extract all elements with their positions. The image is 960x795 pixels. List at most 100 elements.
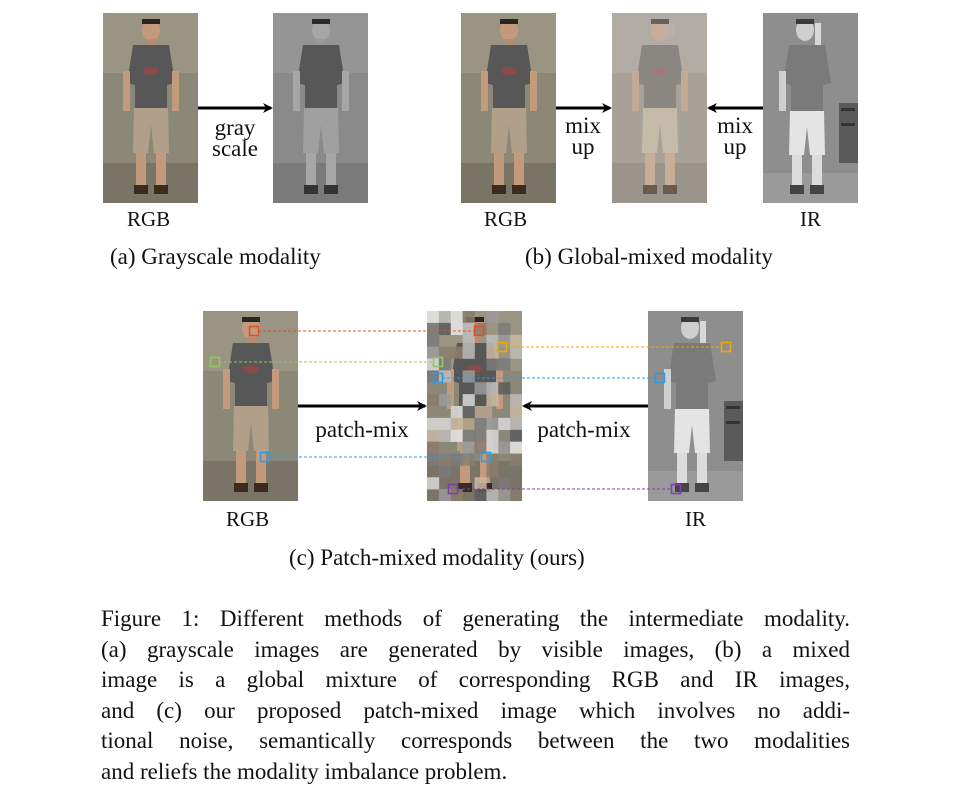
patch-tile (486, 465, 499, 478)
patch-mix-left-label: patch-mix (315, 417, 409, 442)
patch-tile (510, 394, 522, 407)
mixup-left-line2: up (571, 134, 595, 159)
rgb-image-b (461, 13, 556, 203)
patch-tile (438, 453, 452, 466)
patch-tile (450, 429, 463, 442)
patch-tile (427, 429, 440, 442)
caption-line-6: and reliefs the modality imbalance probl… (101, 758, 508, 784)
patch-tile (510, 346, 522, 359)
ir-photo-c (648, 311, 743, 501)
patch-tile (498, 477, 511, 490)
patch-tile (438, 346, 452, 359)
panel-b-rgb-label: RGB (484, 207, 528, 231)
patch-tile (486, 358, 499, 371)
patch-tile (438, 429, 452, 442)
patch-mix-right-label: patch-mix (537, 417, 631, 442)
patch-tile (498, 441, 511, 454)
patch-tile (510, 334, 522, 347)
patch-tile (427, 370, 440, 383)
panel-c-rgb-label: RGB (226, 507, 270, 531)
patch-tile (462, 346, 475, 359)
patch-tile (427, 322, 440, 336)
patch-tile (462, 311, 475, 324)
patch-tile (462, 394, 475, 407)
patch-tile (438, 311, 452, 324)
patch-tile (427, 453, 440, 466)
rgb-photo (103, 13, 198, 203)
patch-tile (462, 406, 475, 419)
caption-line-2: (a) grayscale images are generated by vi… (101, 636, 850, 662)
patch-tile (486, 489, 499, 501)
patch-tile (498, 358, 511, 371)
mixup-right-line2: up (723, 134, 747, 159)
panel-c-caption: (c) Patch-mixed modality (ours) (289, 545, 585, 570)
rgb-photo-b (461, 13, 556, 203)
panel-b-ir-label: IR (800, 207, 821, 231)
mixup-right-label: mix up (710, 113, 760, 159)
patch-tile (498, 417, 511, 431)
rgb-image-c (203, 311, 298, 501)
patch-tile (510, 406, 522, 419)
patch-tile (450, 346, 463, 359)
patch-tile (450, 322, 463, 336)
grayscale-arrow-label-line1: gray (214, 115, 256, 140)
mixup-left-line1: mix (565, 113, 601, 138)
figure-caption: Figure 1: Different methods of generatin… (101, 604, 850, 787)
patch-tile (474, 477, 487, 490)
patch-tile (510, 453, 522, 466)
patch-tile (474, 489, 487, 501)
patch-tile (498, 334, 511, 347)
mixup-right-line1: mix (717, 113, 753, 138)
patch-tile (427, 334, 440, 347)
grayscale-image (273, 13, 368, 203)
patch-tile (462, 429, 475, 442)
patch-mixed-photo (427, 311, 522, 501)
patch-tile (510, 489, 522, 501)
patch-tile (510, 441, 522, 454)
patch-tile (462, 322, 475, 336)
patch-tile (486, 311, 499, 324)
panel-c-ir-label: IR (685, 507, 706, 531)
patch-tile (450, 406, 463, 419)
patch-tile (498, 382, 511, 395)
patch-tile (427, 417, 440, 431)
rgb-photo-c (203, 311, 298, 501)
patch-tile (486, 429, 499, 442)
global-mixed-photo (612, 13, 707, 203)
patch-tile (486, 382, 499, 395)
panel-a-caption: (a) Grayscale modality (110, 244, 321, 269)
caption-line-1: Figure 1: Different methods of generatin… (101, 606, 850, 631)
patch-tile (438, 370, 452, 383)
patch-tile (462, 441, 475, 454)
patch-tile (438, 417, 452, 431)
patch-tile (462, 370, 475, 383)
mixup-left-label: mix up (558, 113, 608, 159)
global-mixed-image (612, 13, 707, 203)
rgb-image (103, 13, 198, 203)
patch-tile (486, 441, 499, 454)
caption-line-4: and (c) our proposed patch-mixed image w… (101, 697, 850, 723)
patch-tile (427, 394, 440, 407)
patch-tile (450, 417, 463, 431)
patch-tile (450, 453, 463, 466)
grayscale-arrow-label-line2: scale (212, 136, 258, 161)
caption-line-5: tional noise, semantically corresponds b… (101, 728, 850, 753)
patch-tile (498, 489, 511, 501)
patch-tile (450, 489, 463, 501)
patch-tile (474, 322, 487, 336)
patch-tile (450, 311, 463, 324)
patch-tile (474, 441, 487, 454)
patch-tile (438, 358, 452, 371)
patch-tile (474, 417, 487, 431)
panel-b-caption: (b) Global-mixed modality (525, 244, 773, 269)
patch-tile (486, 417, 499, 431)
patch-tile (427, 477, 440, 490)
patch-tile (438, 489, 452, 501)
patch-tile (427, 358, 440, 371)
patch-tile (427, 441, 440, 454)
patch-tile (510, 429, 522, 442)
ir-image-c (648, 311, 743, 501)
ir-photo-b (763, 13, 858, 203)
patch-tile (427, 311, 440, 324)
patch-tile (486, 453, 499, 466)
